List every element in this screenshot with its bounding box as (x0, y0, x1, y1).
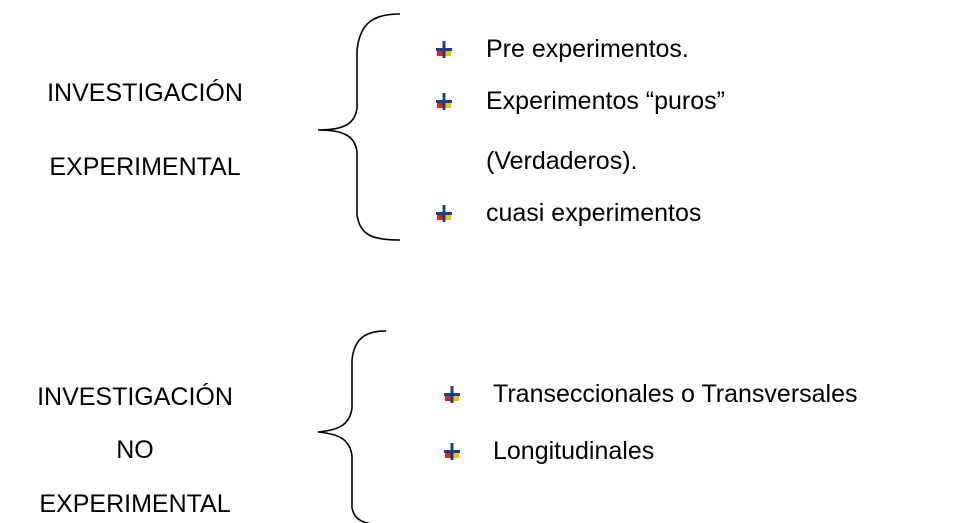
group2-item: Transeccionales o Transversales (493, 380, 858, 408)
group1-item: Pre experimentos. (486, 35, 689, 63)
group2-brace (317, 330, 387, 523)
group1-label-line2: EXPERIMENTAL (49, 153, 241, 181)
group1-item: cuasi experimentos (486, 199, 702, 227)
group1-item: (Verdaderos). (486, 147, 638, 175)
group2-item: Longitudinales (493, 437, 655, 465)
bullet-icon (436, 41, 452, 58)
group1-brace (317, 13, 401, 241)
bullet-icon (436, 93, 452, 110)
group2-label-line1: INVESTIGACIÓN (37, 383, 233, 411)
bullet-icon (436, 205, 452, 222)
group2-label-line3: EXPERIMENTAL (39, 490, 231, 518)
bullet-icon (444, 386, 460, 403)
group1-item: Experimentos “puros” (486, 87, 725, 115)
group2-label-line2: NO (116, 436, 154, 464)
bullet-icon (444, 443, 460, 460)
group1-label-line1: INVESTIGACIÓN (47, 79, 243, 107)
